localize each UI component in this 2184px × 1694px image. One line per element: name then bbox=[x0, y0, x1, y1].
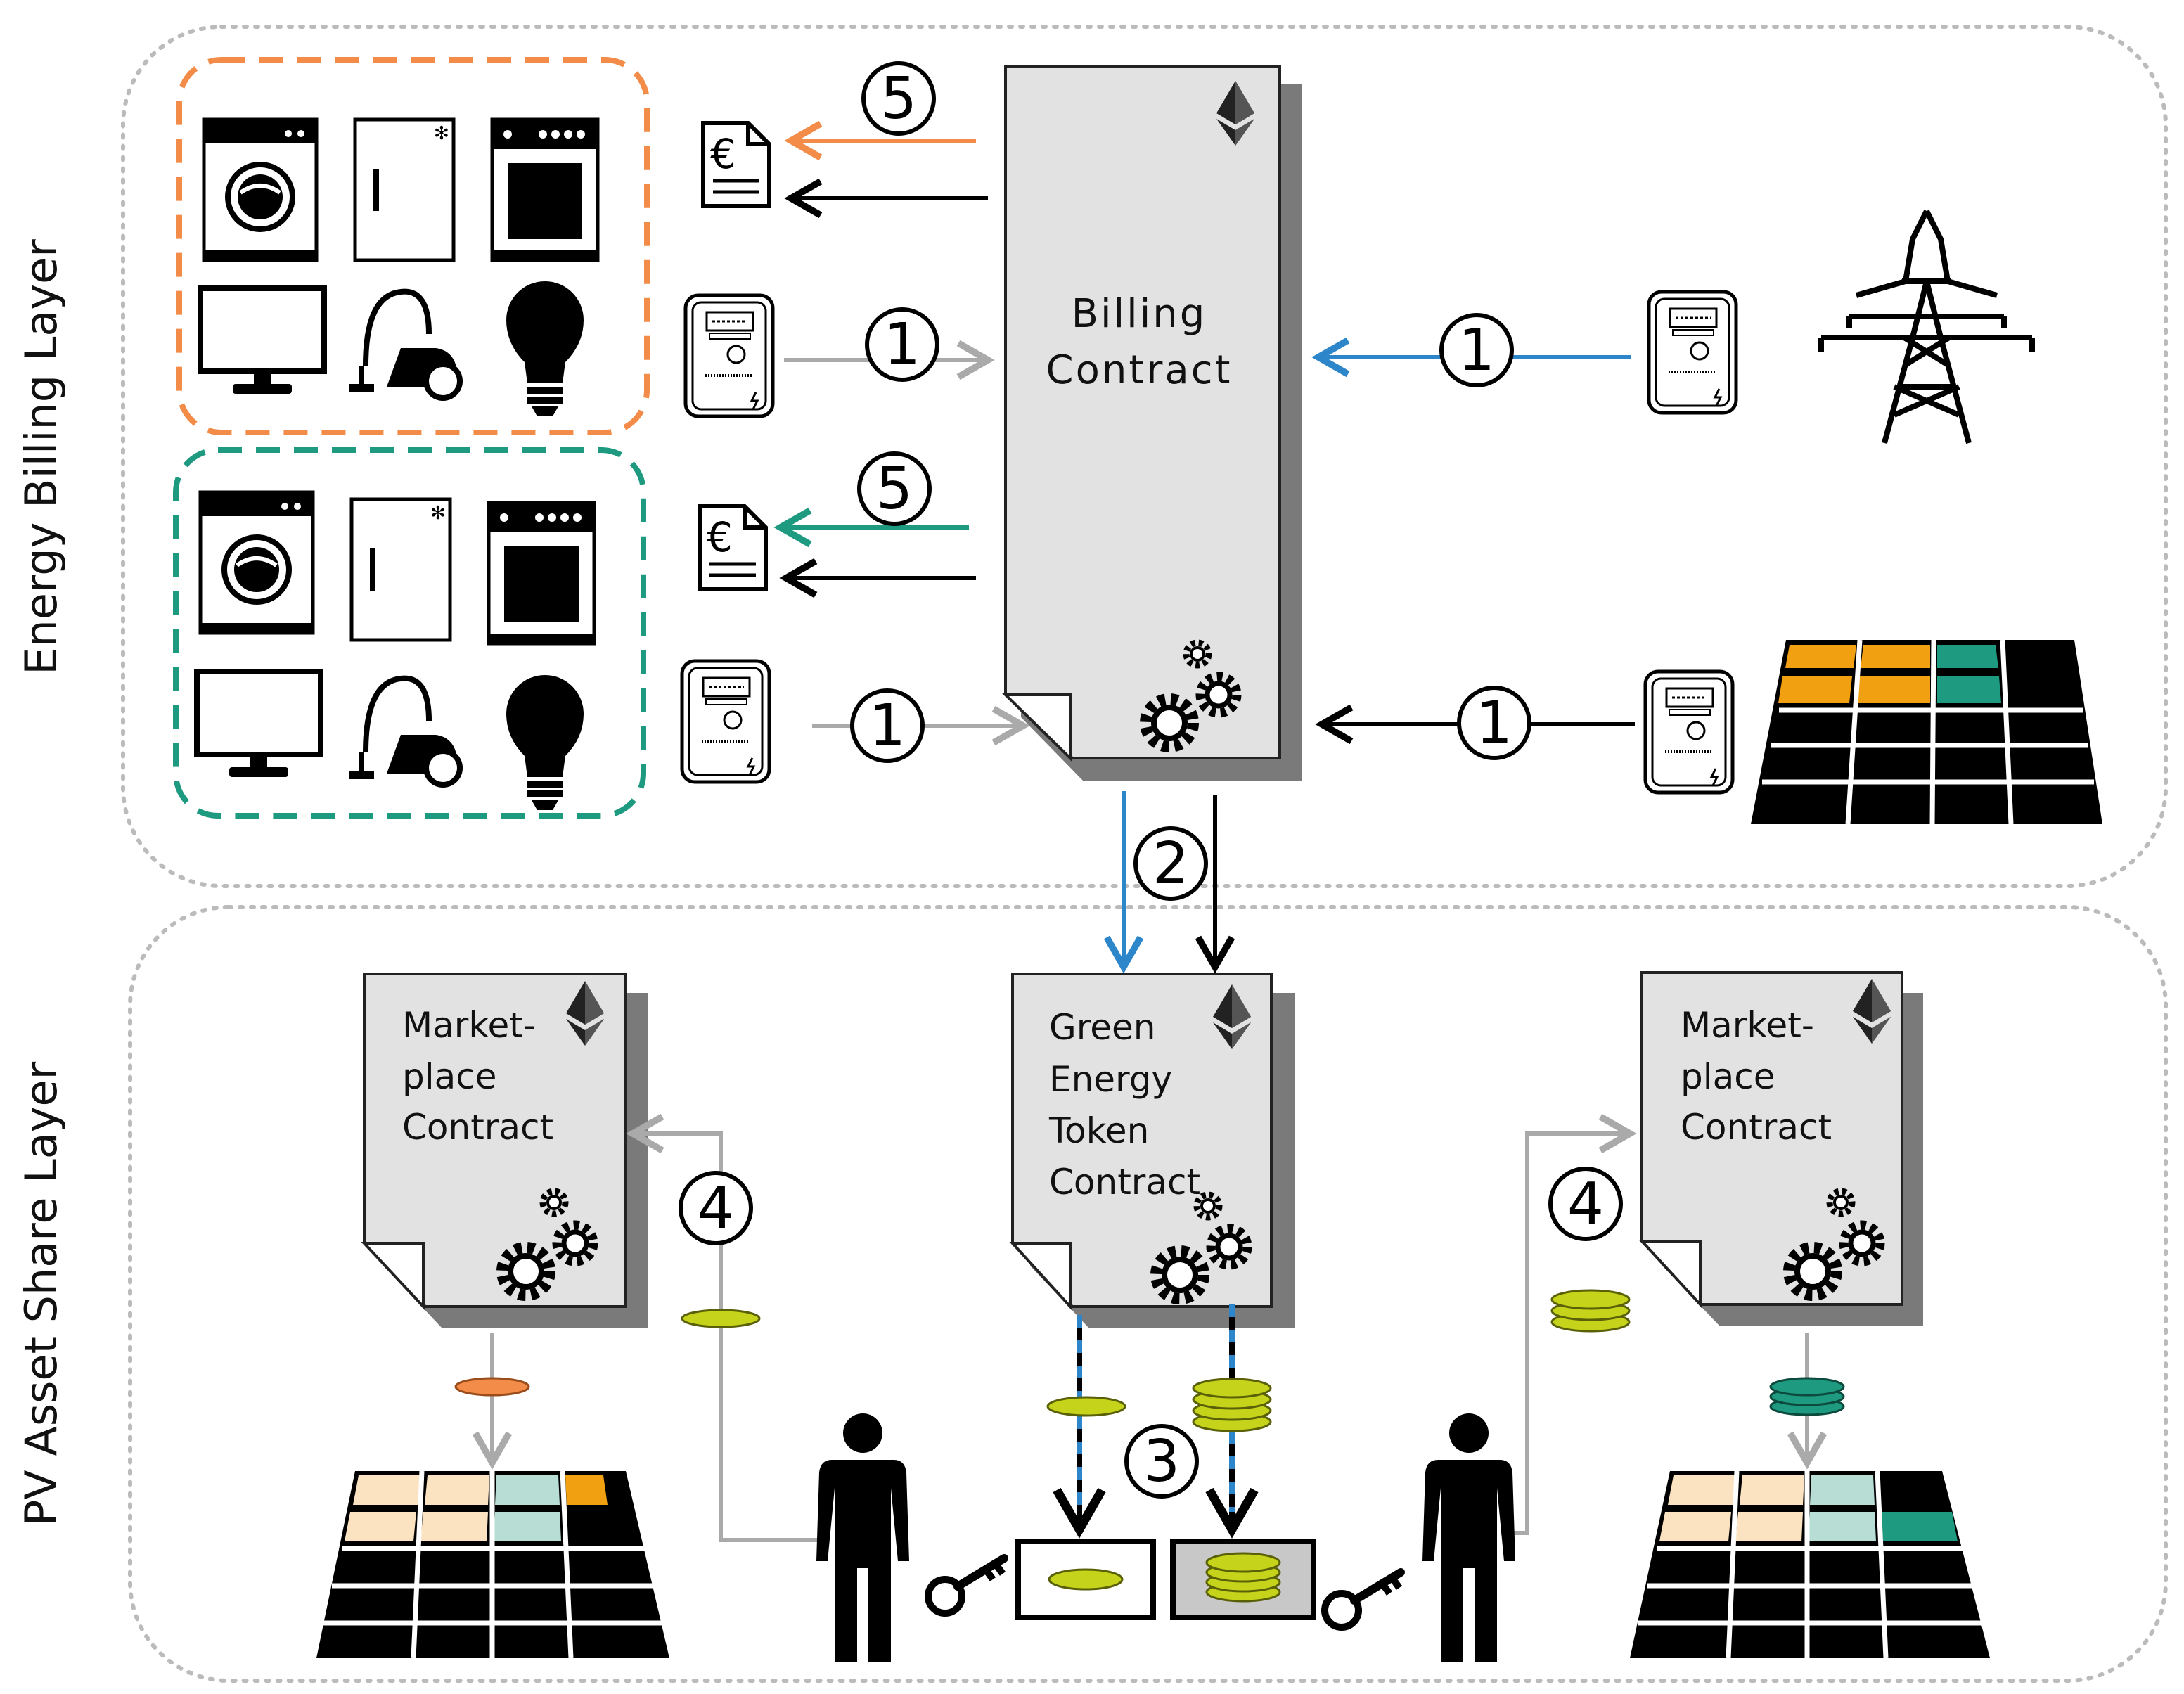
pv-asset-share-layer-frame bbox=[128, 905, 2168, 1683]
light-bulb-icon bbox=[506, 281, 584, 416]
marketplace-right-line-3: Contract bbox=[1681, 1107, 1832, 1148]
step-number: 3 bbox=[1143, 1428, 1180, 1495]
invoice-euro-icon bbox=[700, 506, 766, 589]
energy-billing-layer-label: Energy Billing Layer bbox=[15, 239, 67, 675]
vault-box-icon bbox=[1170, 1539, 1316, 1620]
power-pylon-icon bbox=[1821, 211, 2032, 443]
solar-panel-icon bbox=[1751, 639, 2102, 825]
tv-icon bbox=[197, 672, 321, 777]
step-number: 4 bbox=[1567, 1171, 1604, 1238]
step-number: 1 bbox=[869, 693, 906, 759]
token-coin-icon bbox=[454, 1377, 530, 1397]
token-coin-stack-teal bbox=[1769, 1377, 1845, 1416]
step-4-right: 4 bbox=[1548, 1167, 1623, 1241]
fridge-icon bbox=[355, 120, 454, 260]
marketplace-left-line-1: Market- bbox=[402, 1005, 536, 1046]
marketplace-right-line-2: place bbox=[1681, 1056, 1775, 1097]
step-number: 4 bbox=[698, 1175, 734, 1242]
billing-contract-title-2: Contract bbox=[1046, 347, 1233, 393]
token-coin-icon bbox=[1046, 1396, 1126, 1417]
marketplace-contract-right: Market- place Contract bbox=[1638, 971, 1923, 1326]
green-energy-token-contract: Green Energy Token Contract bbox=[1009, 973, 1295, 1328]
stove-icon bbox=[489, 503, 594, 643]
household-group-teal bbox=[173, 447, 646, 819]
smart-meter-icon bbox=[682, 661, 769, 782]
tv-icon bbox=[200, 288, 324, 394]
key-icon bbox=[928, 1558, 1004, 1613]
washing-machine-icon bbox=[204, 120, 316, 260]
light-bulb-icon bbox=[506, 675, 584, 810]
token-contract-line-2: Energy bbox=[1049, 1059, 1172, 1100]
marketplace-right-line-1: Market- bbox=[1681, 1005, 1814, 1046]
step-1-meter-top: 1 bbox=[865, 307, 939, 382]
step-5-top: 5 bbox=[861, 61, 936, 136]
person-icon bbox=[1422, 1413, 1515, 1662]
smart-meter-icon bbox=[1645, 672, 1733, 793]
step-number: 1 bbox=[884, 312, 920, 378]
step-4-left: 4 bbox=[679, 1171, 753, 1245]
token-coin-stack bbox=[1550, 1289, 1631, 1333]
step-1-pv: 1 bbox=[1457, 686, 1531, 760]
token-contract-line-3: Token bbox=[1048, 1110, 1149, 1151]
washing-machine-icon bbox=[200, 492, 313, 633]
step-2: 2 bbox=[1133, 826, 1208, 901]
step-number: 1 bbox=[1458, 317, 1495, 384]
solar-panel-right bbox=[1630, 1470, 1990, 1659]
key-icon bbox=[1325, 1572, 1401, 1627]
step-5-bottom: 5 bbox=[857, 451, 932, 526]
step-1-meter-bottom: 1 bbox=[850, 688, 925, 763]
billing-contract-title-1: Billing bbox=[1072, 291, 1207, 337]
step-number: 1 bbox=[1476, 690, 1512, 757]
vault-box-icon bbox=[1015, 1539, 1156, 1620]
step-1-grid: 1 bbox=[1439, 313, 1514, 387]
arrow-person-to-marketplace-left bbox=[626, 1113, 819, 1542]
vacuum-icon bbox=[349, 679, 460, 785]
token-coin-stack bbox=[1192, 1378, 1272, 1432]
person-icon bbox=[816, 1413, 909, 1662]
step-number: 2 bbox=[1152, 830, 1189, 897]
token-contract-line-4: Contract bbox=[1049, 1162, 1200, 1202]
fridge-icon bbox=[352, 499, 450, 640]
solar-panel-left bbox=[316, 1470, 669, 1659]
marketplace-left-line-2: place bbox=[402, 1056, 497, 1097]
step-3: 3 bbox=[1124, 1424, 1199, 1499]
smart-meter-icon bbox=[1649, 292, 1736, 413]
household-group-orange bbox=[176, 57, 650, 435]
stove-icon bbox=[492, 120, 598, 260]
billing-contract: Billing Contract bbox=[1002, 65, 1302, 781]
energy-billing-layer-frame bbox=[121, 25, 2168, 888]
token-coin-icon bbox=[681, 1309, 761, 1328]
invoice-euro-icon bbox=[703, 123, 769, 206]
pv-asset-share-layer-label: PV Asset Share Layer bbox=[15, 1061, 67, 1526]
marketplace-contract-left: Market- place Contract bbox=[361, 973, 648, 1328]
token-contract-line-1: Green bbox=[1049, 1007, 1155, 1048]
step-number: 5 bbox=[880, 65, 917, 132]
smart-meter-icon bbox=[686, 295, 773, 416]
marketplace-left-line-3: Contract bbox=[402, 1107, 553, 1148]
step-number: 5 bbox=[876, 456, 913, 522]
vacuum-icon bbox=[349, 292, 460, 398]
